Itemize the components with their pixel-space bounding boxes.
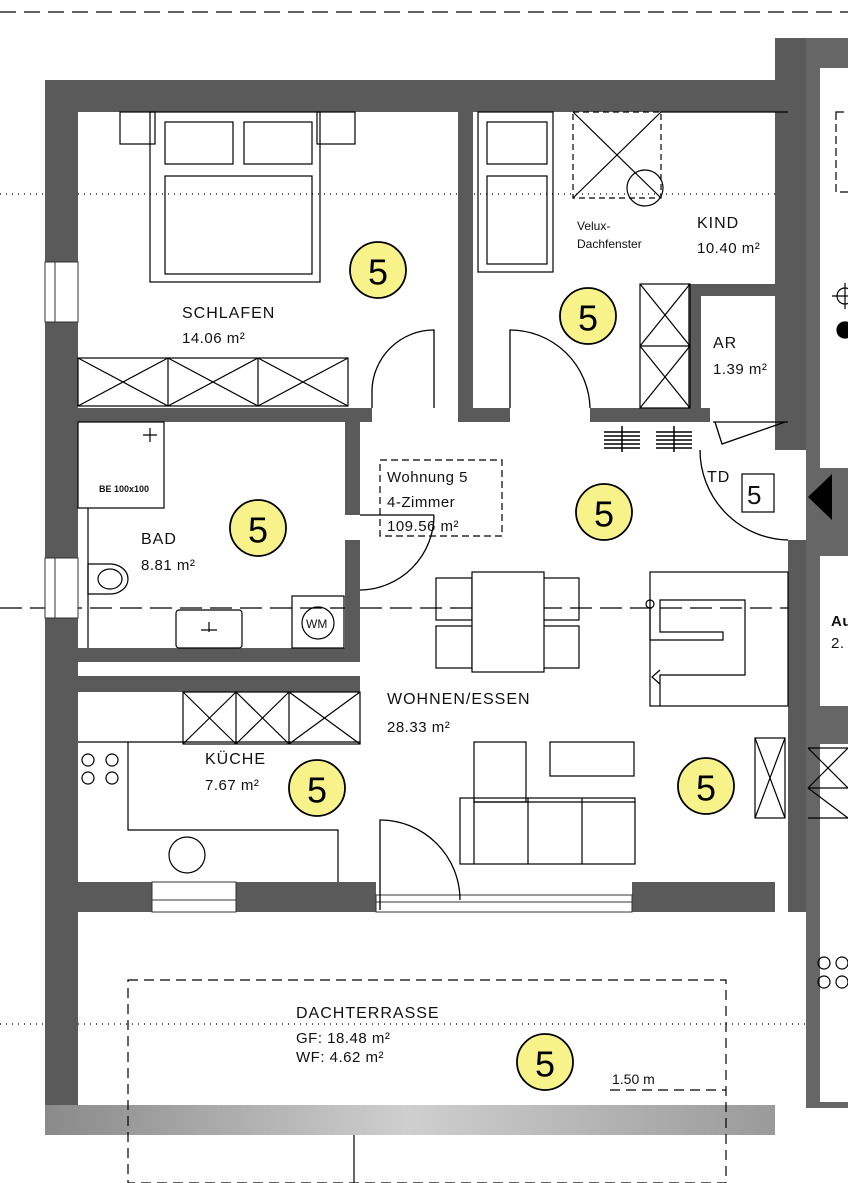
room-area-schlafen: 14.06 m² — [182, 330, 245, 347]
badge-kueche: 5 — [307, 770, 327, 811]
room-area-kueche: 7.67 m² — [205, 777, 259, 794]
velux-label-1: Velux- — [577, 219, 610, 233]
badge-wohnen: 5 — [696, 768, 716, 809]
room-name-ar: AR — [713, 335, 737, 352]
room-name-schlafen: SCHLAFEN — [182, 305, 275, 322]
doors — [359, 329, 789, 910]
reference-lines — [0, 11, 848, 1025]
neighbor-room-name: Au — [831, 613, 848, 630]
room-name-bad: BAD — [141, 531, 177, 548]
room-name-kueche: KÜCHE — [205, 750, 266, 768]
stairs — [649, 571, 789, 707]
terrace-dimension: 1.50 m — [612, 1071, 655, 1087]
unit-area: 109.56 m² — [387, 518, 459, 535]
door-type-label: TD — [707, 469, 730, 486]
terrace-gf: GF: 18.48 m² — [296, 1030, 390, 1047]
kitchen-counter — [78, 741, 361, 882]
badge-terrasse: 5 — [535, 1044, 555, 1085]
washer-label: WM — [306, 617, 327, 631]
shower-label: BE 100x100 — [99, 484, 149, 494]
washing-machine — [291, 595, 345, 649]
single-bed — [477, 111, 554, 273]
badge-flur: 5 — [594, 494, 614, 535]
windows — [44, 261, 633, 913]
room-area-ar: 1.39 m² — [713, 361, 767, 378]
shower — [77, 421, 165, 509]
coffee-table — [549, 741, 635, 777]
unit-label: Wohnung 5 — [387, 469, 468, 486]
sofa — [473, 741, 527, 803]
door-number-box — [741, 473, 775, 513]
room-name-wohnen: WOHNEN/ESSEN — [387, 691, 531, 708]
unit-badges — [229, 241, 735, 1091]
terrace-wf: WF: 4.62 m² — [296, 1049, 384, 1066]
dining-table — [471, 571, 545, 673]
entrance-arrow-icon — [808, 474, 832, 520]
terrace-parapet — [45, 1105, 775, 1135]
wardrobe — [77, 357, 349, 407]
furniture — [77, 111, 848, 1183]
velux-window — [572, 111, 662, 199]
room-name-kind: KIND — [697, 215, 739, 232]
badge-schlafen: 5 — [368, 252, 388, 293]
neighbor-room-area: 2. — [831, 635, 845, 652]
sink — [175, 609, 243, 649]
unit-type: 4-Zimmer — [387, 494, 455, 511]
room-area-bad: 8.81 m² — [141, 557, 195, 574]
toilet — [87, 563, 129, 595]
room-area-kind: 10.40 m² — [697, 240, 760, 257]
badge-kind: 5 — [578, 298, 598, 339]
terrace-name: DACHTERRASSE — [296, 1005, 440, 1022]
badge-bad: 5 — [248, 510, 268, 551]
double-bed — [149, 111, 321, 283]
kitchen-cabinets — [182, 691, 361, 745]
room-area-wohnen: 28.33 m² — [387, 719, 450, 736]
unit-label-box — [379, 459, 503, 537]
door-number: 5 — [747, 480, 761, 510]
velux-label-2: Dachfenster — [577, 237, 642, 251]
